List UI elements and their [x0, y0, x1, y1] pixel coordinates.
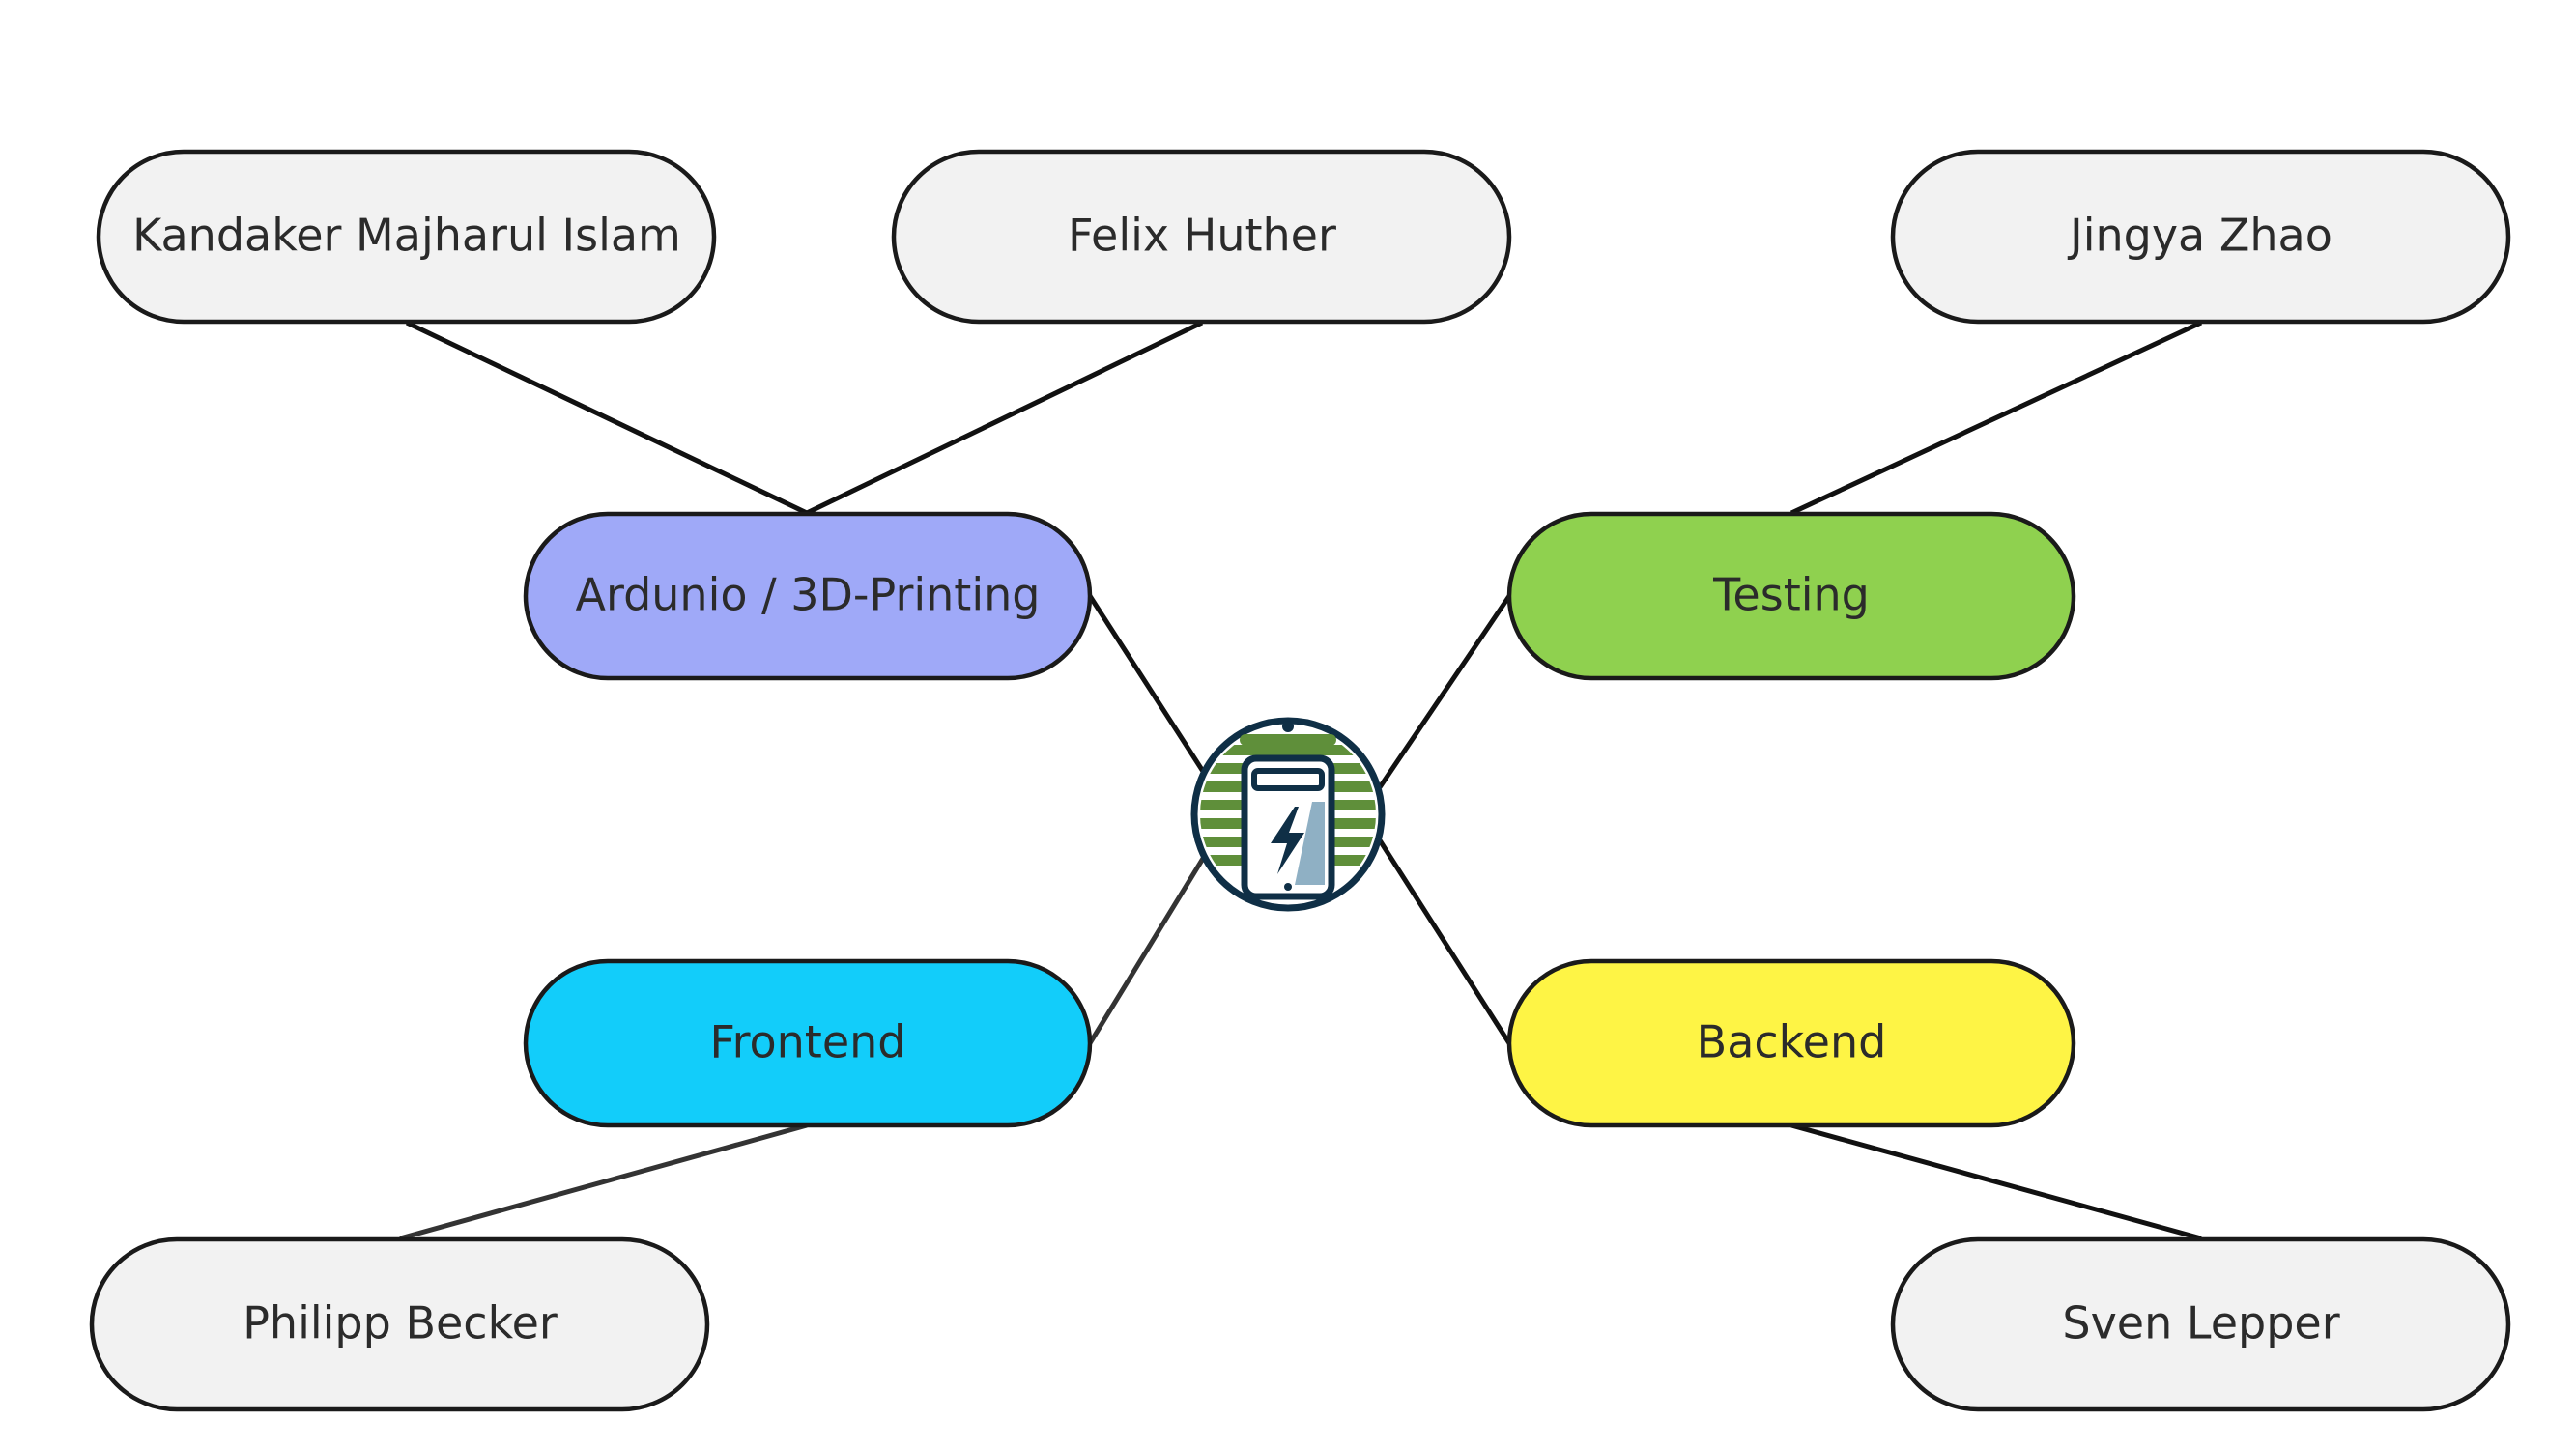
edge-arduino-to-center	[1087, 594, 1207, 775]
team-label: Ardunio / 3D-Printing	[576, 569, 1041, 621]
member-label: Philipp Becker	[243, 1297, 558, 1350]
member-label: Sven Lepper	[2062, 1297, 2339, 1350]
edge-philipp-to-frontend	[399, 1122, 808, 1241]
team-node-frontend[interactable]: Frontend	[523, 958, 1093, 1128]
edge-sven-to-backend	[1790, 1122, 2202, 1241]
member-node-kandaker-majharul-islam[interactable]: Kandaker Majharul Islam	[96, 149, 717, 325]
team-node-backend[interactable]: Backend	[1506, 958, 2076, 1128]
team-label: Testing	[1712, 569, 1870, 621]
pill-shape	[523, 511, 1093, 681]
pill-shape	[891, 149, 1512, 325]
edge-testing-to-center	[1377, 594, 1512, 789]
edge-backend-to-center	[1377, 838, 1512, 1045]
member-node-sven-lepper[interactable]: Sven Lepper	[1890, 1236, 2511, 1412]
center-logo[interactable]	[1190, 717, 1386, 912]
team-label: Backend	[1697, 1016, 1887, 1068]
team-label: Frontend	[709, 1016, 905, 1068]
member-label: Kandaker Majharul Islam	[132, 210, 681, 262]
connector-lines	[399, 320, 2203, 1241]
member-node-philipp-becker[interactable]: Philipp Becker	[89, 1236, 710, 1412]
pill-shape	[1890, 149, 2511, 325]
pill-shape	[89, 1236, 710, 1412]
charging-phone-icon	[1241, 754, 1335, 900]
logo-arc	[1240, 734, 1336, 746]
edge-frontend-to-center	[1087, 855, 1207, 1045]
team-node-arduino-3d-printing[interactable]: Ardunio / 3D-Printing	[523, 511, 1093, 681]
member-label: Jingya Zhao	[2067, 210, 2333, 262]
team-node-testing[interactable]: Testing	[1506, 511, 2076, 681]
pill-shape	[1506, 958, 2076, 1128]
edge-jingya-to-testing	[1789, 320, 2203, 516]
pill-shape	[523, 958, 1093, 1128]
pill-shape	[1506, 511, 2076, 681]
edge-kandaker-to-arduino	[405, 320, 809, 516]
logo-top-dot	[1282, 721, 1294, 732]
pill-shape	[96, 149, 717, 325]
member-node-felix-huther[interactable]: Felix Huther	[891, 149, 1512, 325]
pill-shape	[1890, 1236, 2511, 1412]
member-node-jingya-zhao[interactable]: Jingya Zhao	[1890, 149, 2511, 325]
edge-felix-to-arduino	[805, 320, 1204, 516]
member-label: Felix Huther	[1068, 210, 1336, 262]
